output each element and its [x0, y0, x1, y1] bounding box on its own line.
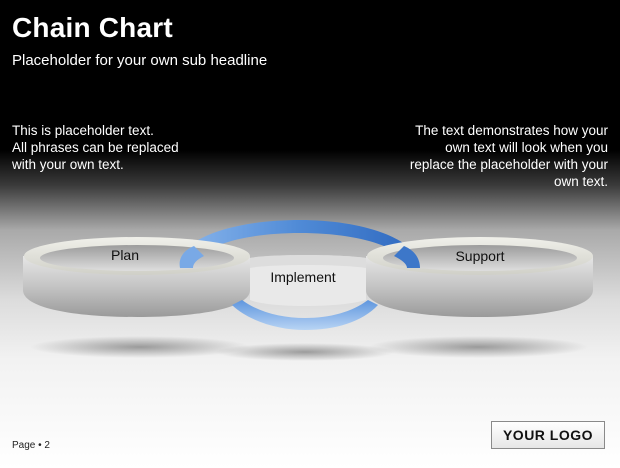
chain-link-support — [366, 237, 593, 317]
blue-link-back — [179, 220, 420, 268]
placeholder-text-right: The text demonstrates how your own text … — [409, 123, 608, 189]
label-plan: Plan — [110, 247, 140, 263]
blue-link-front — [179, 246, 420, 330]
label-implement: Implement — [270, 269, 336, 285]
chain-link-implement — [250, 255, 366, 306]
shadow-right — [368, 336, 588, 358]
slide-title: Chain Chart — [12, 12, 173, 43]
page-number: Page • 2 — [12, 440, 50, 451]
label-support: Support — [455, 248, 505, 264]
shadow-left — [30, 336, 250, 358]
placeholder-text-left: This is placeholder text. All phrases ca… — [12, 123, 179, 172]
logo-box: YOUR LOGO — [491, 421, 605, 449]
shadow-middle — [215, 343, 395, 361]
slide-subtitle: Placeholder for your own sub headline — [12, 52, 268, 69]
